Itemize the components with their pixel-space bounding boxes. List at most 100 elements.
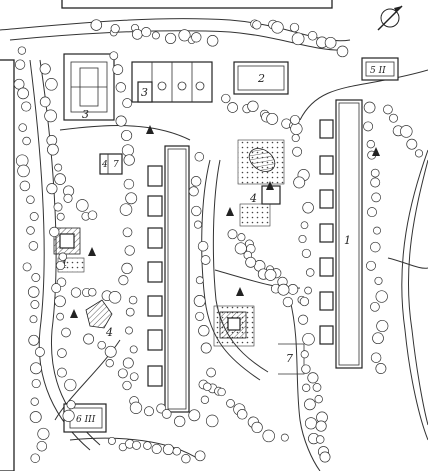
center-block-entrances (147, 165, 163, 387)
label-shop-lower: 7 (286, 352, 293, 365)
tree (247, 100, 259, 112)
tree (271, 21, 284, 34)
tree (125, 307, 135, 317)
tree (161, 409, 172, 419)
tree (104, 345, 117, 358)
tree (162, 443, 174, 455)
tree (56, 367, 67, 378)
tree (206, 367, 216, 378)
tree (301, 248, 311, 258)
tree (29, 315, 38, 324)
tree (195, 311, 205, 321)
tree (266, 112, 279, 125)
conifer (146, 125, 154, 134)
tree (298, 314, 309, 325)
tree (304, 286, 312, 295)
tree (144, 406, 154, 417)
tree (83, 333, 95, 345)
tree (129, 372, 139, 382)
tree (37, 427, 50, 440)
tree (107, 436, 116, 445)
conifer (226, 207, 234, 216)
tree (194, 152, 205, 162)
tree (105, 359, 114, 368)
tree (370, 301, 380, 312)
tree (19, 180, 31, 192)
tree (319, 451, 331, 463)
tree (188, 409, 201, 422)
tree (203, 382, 212, 392)
tree (312, 383, 322, 392)
tree (122, 227, 133, 238)
tree (197, 240, 209, 252)
tree (290, 122, 303, 135)
tree (366, 140, 375, 149)
label-shop-upper: 7 (113, 160, 119, 170)
tree (227, 229, 238, 240)
tree (56, 312, 64, 321)
tree (46, 183, 58, 195)
tree (227, 102, 238, 113)
compass-rose-icon (377, 5, 403, 31)
tree (300, 350, 309, 359)
tree (336, 45, 349, 58)
kindergarten-southwest: 4 (85, 299, 113, 339)
tree (123, 178, 135, 190)
tree (237, 233, 246, 242)
tree (301, 364, 311, 374)
tree (22, 262, 32, 272)
tree (29, 411, 42, 424)
tree (66, 400, 76, 410)
tree (28, 241, 39, 251)
tree (289, 22, 300, 33)
tree (264, 268, 277, 281)
tree (76, 199, 89, 212)
tree (70, 287, 82, 298)
tree (414, 149, 424, 158)
tree (54, 295, 66, 308)
tree (400, 125, 413, 138)
tree (305, 268, 315, 277)
tree (39, 63, 51, 75)
tree (131, 28, 143, 40)
tree (236, 409, 248, 420)
east-block-entrances (319, 119, 334, 345)
tree (280, 433, 289, 442)
tree (30, 397, 39, 406)
tree (21, 101, 32, 112)
sports-ground: 3 (63, 53, 115, 121)
tree (151, 31, 160, 40)
tree (141, 27, 152, 38)
tree (124, 245, 135, 256)
label-facility-southwest: 6 III (76, 415, 96, 425)
tree (47, 143, 59, 156)
internal-paths (0, 18, 351, 471)
tree (174, 415, 186, 428)
tree (62, 409, 75, 422)
tree (370, 352, 382, 363)
tree (370, 177, 381, 188)
label-shop-upper-4: 4 (101, 160, 108, 170)
tree (121, 262, 133, 275)
tree (45, 78, 58, 91)
tree (128, 295, 138, 305)
tree (26, 226, 35, 235)
tree (299, 296, 310, 307)
tree (304, 398, 316, 411)
tree (117, 368, 128, 379)
tree (49, 226, 60, 238)
tree (370, 168, 380, 178)
conifer (236, 287, 244, 296)
tree (57, 348, 67, 358)
tree (372, 332, 384, 345)
north-street (61, 0, 333, 9)
tree (302, 383, 311, 392)
shop-upper: 4 7 (99, 153, 123, 175)
school-building: 2 (233, 61, 289, 95)
tree (119, 203, 133, 216)
tree (44, 109, 57, 123)
tree (304, 417, 318, 430)
tree (188, 186, 199, 197)
tree (31, 273, 41, 282)
